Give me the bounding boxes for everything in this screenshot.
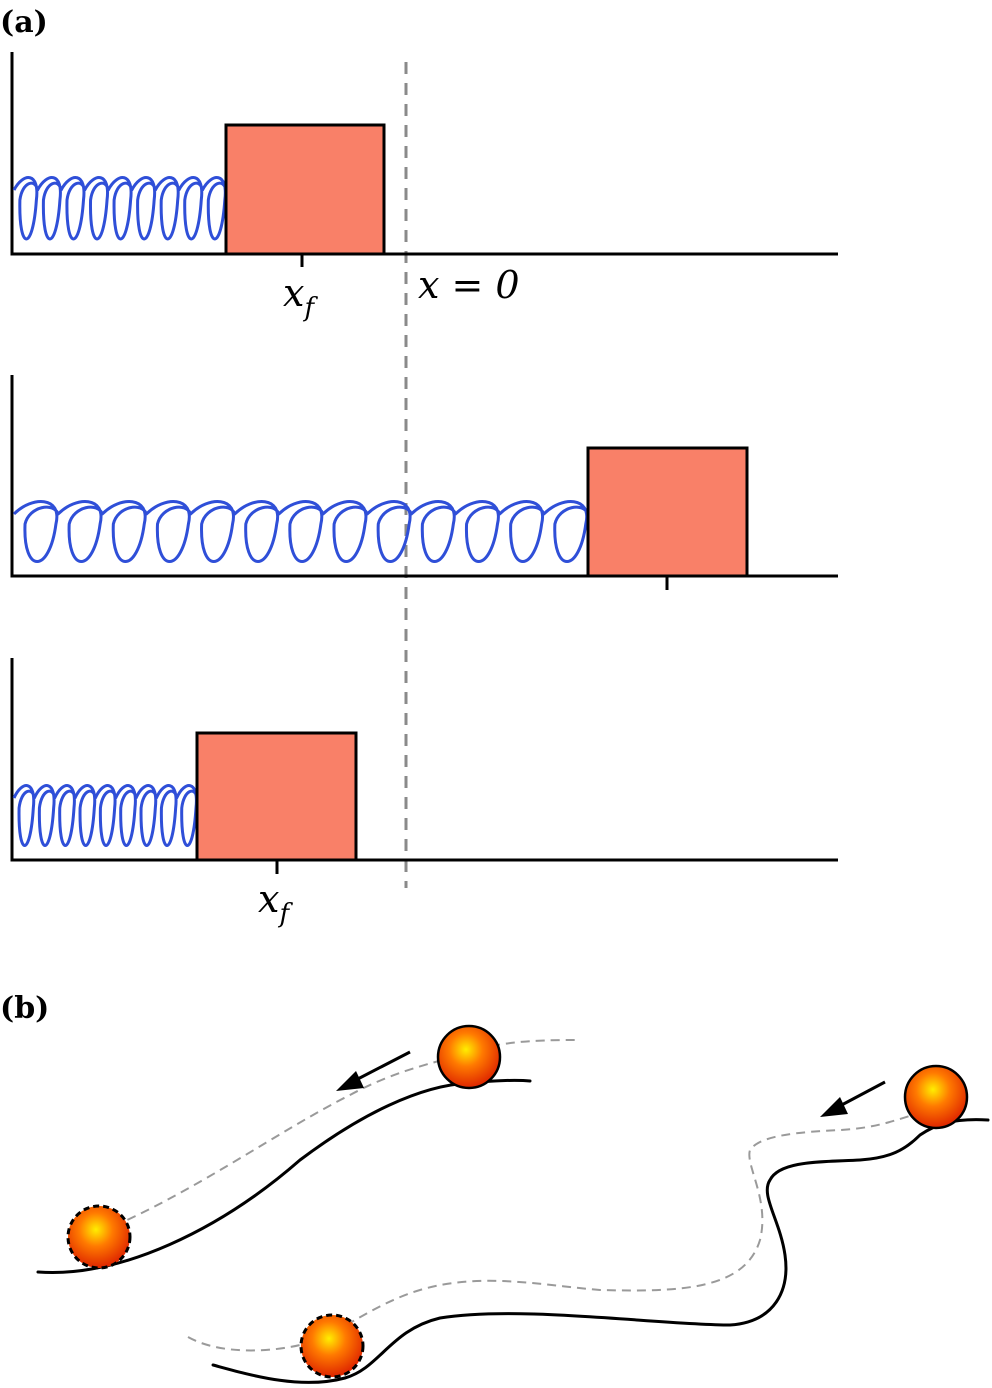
xf-main-3: x (258, 877, 279, 921)
block-2 (586, 446, 749, 578)
wall-and-floor-2 (10, 375, 838, 578)
track-curve-complex (211, 1118, 990, 1384)
xf-main-1: x (283, 271, 304, 315)
wall-and-floor-1 (10, 52, 838, 256)
xf-label-3: xf (258, 877, 293, 929)
row-compressed-1: xf x = 0 (10, 52, 838, 323)
xf-sub-3: f (277, 899, 293, 929)
ball-start-simple (436, 1024, 502, 1090)
xf-label-1: xf (283, 271, 318, 323)
x-zero-label: x = 0 (418, 263, 520, 307)
arrow-head-complex (820, 1097, 848, 1117)
row-stretched (10, 375, 838, 590)
arrow-line-simple (351, 1050, 411, 1084)
arrow-head-simple (336, 1071, 364, 1091)
track-simple (36, 1024, 579, 1275)
xf-sub-1: f (302, 293, 318, 323)
spring-compressed-2 (12, 784, 199, 847)
spring-stretched (12, 500, 590, 563)
panel-b-label: (b) (0, 991, 49, 1026)
block-3 (195, 731, 358, 862)
arrow-line-complex (835, 1080, 886, 1110)
ball-start-complex (903, 1064, 969, 1130)
wall-and-floor-3 (10, 658, 838, 862)
panel-a-label: (a) (0, 5, 48, 40)
track-complex (187, 1064, 990, 1384)
row-compressed-2: xf (10, 658, 838, 929)
block-1 (224, 123, 386, 256)
ball-path-simple (99, 1039, 579, 1233)
ball-end-complex (299, 1313, 365, 1379)
spring-compressed-1 (12, 176, 228, 241)
ball-end-simple (66, 1204, 132, 1270)
